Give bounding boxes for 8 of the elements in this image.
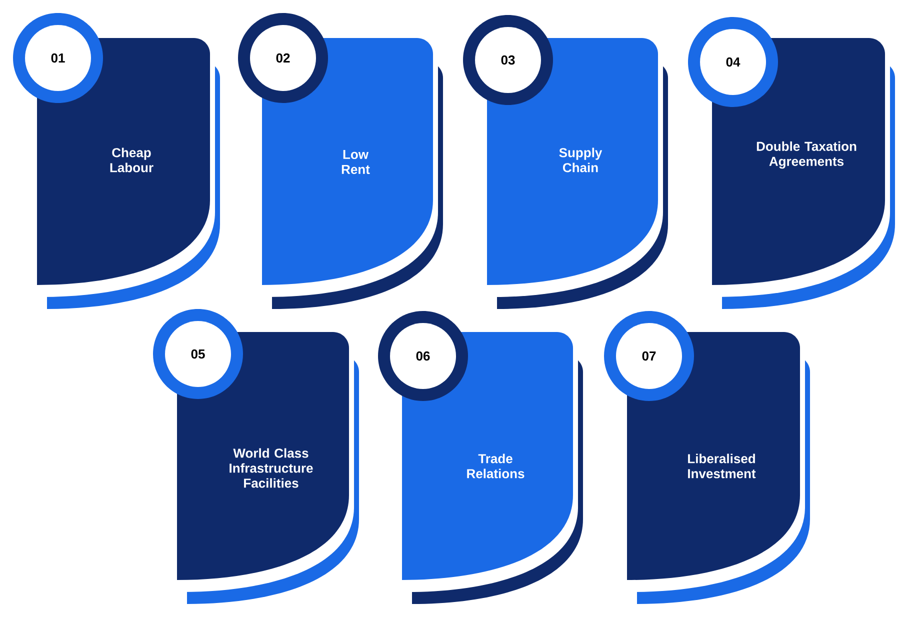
node-label: Trade Relations — [467, 454, 524, 478]
number-badge: 03 — [463, 15, 553, 105]
number-badge: 01 — [13, 13, 103, 103]
number-badge: 06 — [378, 311, 468, 401]
number-badge: 02 — [238, 13, 328, 103]
number-badge: 04 — [688, 17, 778, 107]
number-badge: 07 — [604, 311, 694, 401]
number-badge: 05 — [153, 309, 243, 399]
